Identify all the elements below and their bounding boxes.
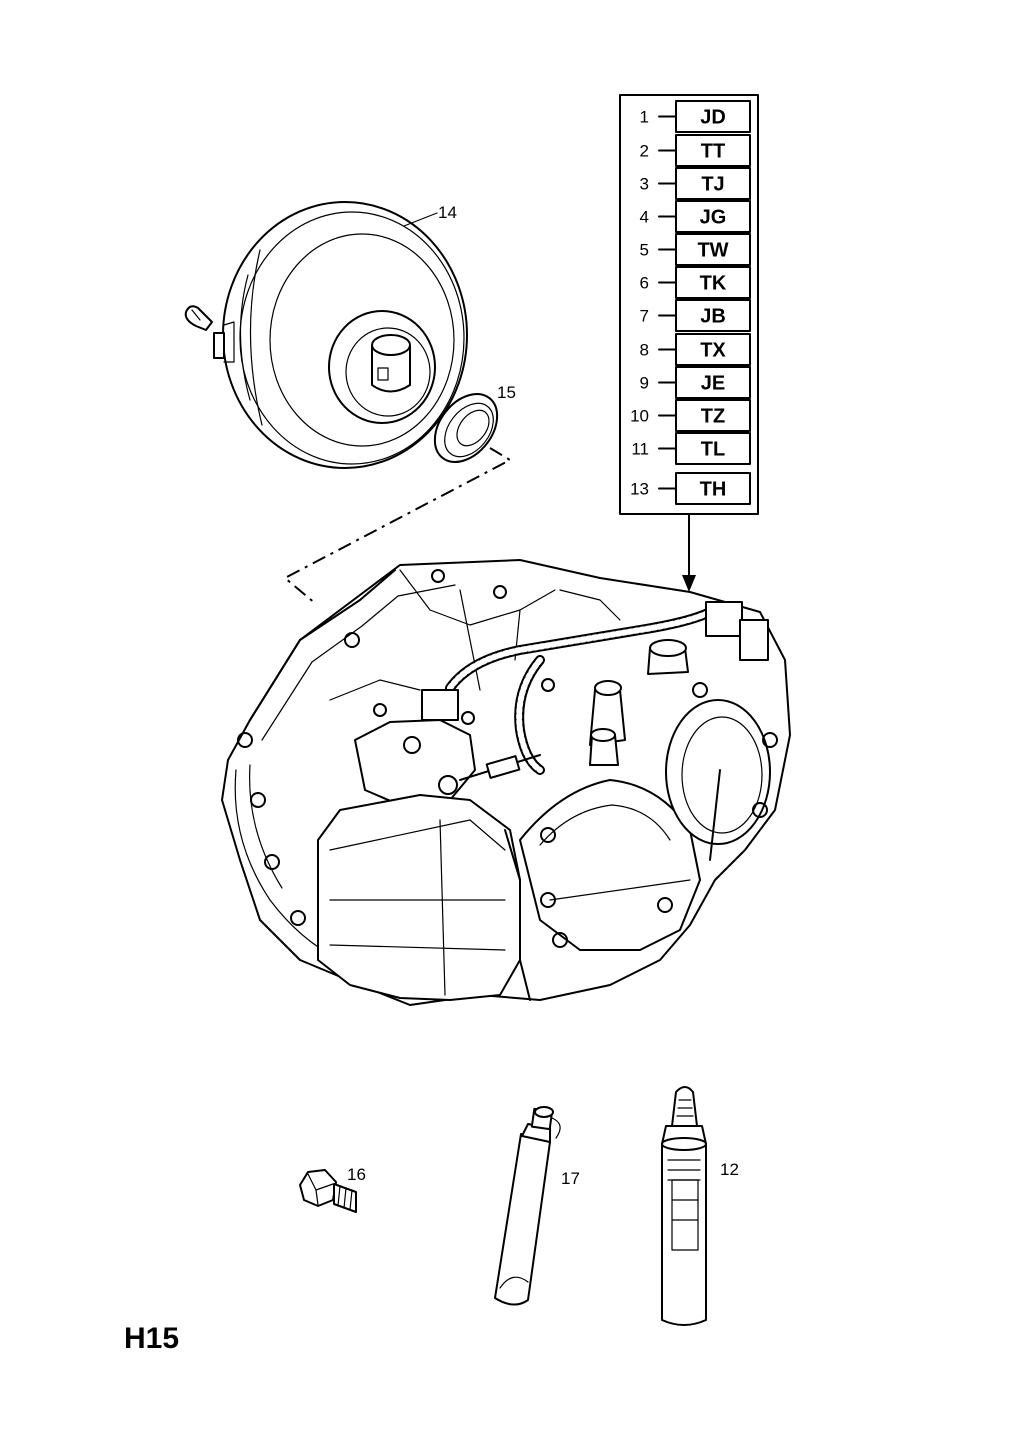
variant-code-box [675, 200, 751, 233]
variant-row: 7 JB [640, 299, 751, 332]
variant-code: TZ [701, 406, 725, 428]
variant-code-box [675, 432, 751, 465]
torque-converter [213, 201, 468, 469]
variant-row: 3 TJ [640, 167, 751, 200]
variant-number: 5 [640, 241, 649, 260]
variant-code: TJ [701, 174, 724, 196]
variant-row: 1 JD [640, 100, 751, 133]
table-pointer-arrowhead [682, 575, 696, 592]
variant-number: 10 [630, 407, 649, 426]
part-label-sealant-cartridge: 12 [720, 1160, 739, 1179]
variant-code: TW [697, 240, 728, 262]
variant-row: 4 JG [640, 200, 751, 233]
variant-number: 6 [640, 274, 649, 293]
variant-code: TX [700, 340, 726, 362]
variant-number: 3 [640, 175, 649, 194]
variant-code: TH [700, 479, 727, 501]
transmission-assembly [221, 559, 791, 1006]
variant-number: 7 [640, 307, 649, 326]
variant-code-box [675, 167, 751, 200]
variant-row: 2 TT [640, 134, 751, 167]
oil-seal [433, 393, 499, 463]
variant-number: 4 [640, 208, 649, 227]
variant-number: 11 [631, 440, 649, 459]
variant-row: 13 TH [630, 472, 751, 505]
variant-code: TL [701, 439, 725, 461]
variant-number: 1 [640, 108, 649, 127]
variant-code: TK [700, 273, 727, 295]
sealant-cartridge [661, 1086, 707, 1326]
variant-code: JB [700, 306, 726, 328]
variant-code-box [675, 233, 751, 266]
variant-row: 6 TK [640, 266, 751, 299]
variant-number: 2 [640, 142, 649, 161]
variant-code: TT [701, 141, 725, 163]
variant-code-box [675, 333, 751, 366]
variant-code-box [675, 100, 751, 133]
drain-plug [299, 1169, 357, 1213]
variant-code-box [675, 399, 751, 432]
variant-row: 8 TX [640, 333, 751, 366]
page-code: H15 [124, 1322, 180, 1355]
variant-code: JD [700, 107, 726, 129]
variant-code: JE [701, 373, 725, 395]
variant-code-table: 1 JD 2 TT 3 TJ 4 JG 5 TW 6 TK 7 JB 8 TX 9 JE 10 TZ 11 TL 13 TH [619, 94, 759, 592]
variant-code-box [675, 134, 751, 167]
part-label-drain-plug: 16 [347, 1165, 366, 1184]
alignment-dash-line [283, 447, 513, 605]
variant-number: 9 [640, 374, 649, 393]
variant-row: 9 JE [640, 366, 751, 399]
variant-number: 13 [630, 480, 649, 499]
part-label-torque-converter: 14 [438, 203, 457, 222]
variant-number: 8 [640, 341, 649, 360]
part-label-oil-seal: 15 [497, 383, 516, 402]
variant-row: 5 TW [640, 233, 751, 266]
variant-row: 10 TZ [630, 399, 751, 432]
variant-row: 11 TL [631, 432, 751, 465]
converter-bolt [184, 305, 213, 331]
variant-code-box [675, 266, 751, 299]
grease-tube [494, 1106, 561, 1306]
leader-torque-converter [403, 212, 438, 227]
part-label-grease-tube: 17 [561, 1169, 580, 1188]
variant-code-box [675, 472, 751, 505]
variant-code-box [675, 366, 751, 399]
variant-code-box [675, 299, 751, 332]
variant-code: JG [700, 207, 727, 229]
